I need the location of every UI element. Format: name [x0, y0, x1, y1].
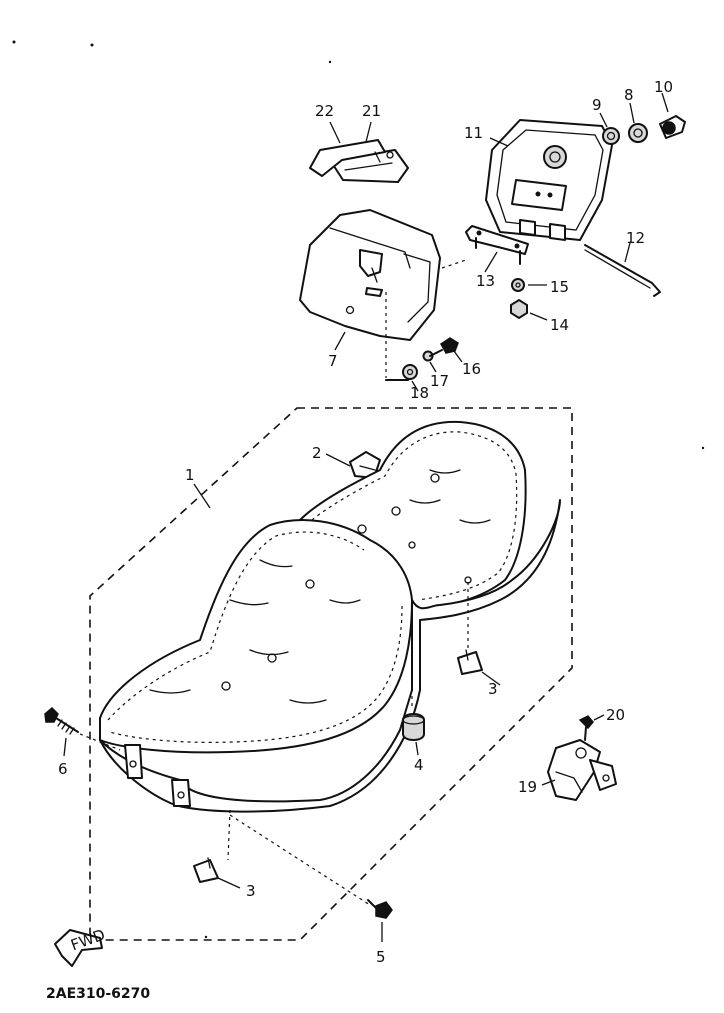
seat-body	[99, 420, 561, 813]
part-7-rear-cover	[299, 209, 467, 378]
part-3-left-damper	[193, 809, 241, 889]
part-5-bolt	[229, 814, 393, 942]
part-4-rubber-damper	[402, 612, 425, 756]
callout-11: 11	[464, 124, 483, 142]
callout-18: 18	[410, 384, 429, 402]
parts-8-9-10-lock	[599, 92, 686, 145]
callout-5: 5	[376, 948, 386, 966]
callout-20: 20	[606, 706, 625, 724]
part-3-right-damper	[457, 582, 501, 686]
callout-19: 19	[518, 778, 537, 796]
callout-2: 2	[312, 444, 322, 462]
parts-16-17-18-hardware	[385, 337, 463, 392]
part-13-bracket	[465, 225, 529, 273]
diagram-part-code: 2AE310-6270	[46, 986, 150, 1002]
callout-22: 22	[315, 102, 334, 120]
callout-3-right: 3	[488, 680, 498, 698]
parts-14-15-nuts	[510, 278, 548, 321]
callout-9: 9	[592, 96, 602, 114]
callout-3-left: 3	[246, 882, 256, 900]
callout-21: 21	[362, 102, 381, 120]
callout-16: 16	[462, 360, 481, 378]
fwd-arrow-icon: FWD	[54, 925, 107, 967]
part-12-rod	[584, 242, 661, 297]
callout-12: 12	[626, 229, 645, 247]
callout-4: 4	[414, 756, 424, 774]
callout-14: 14	[550, 316, 569, 334]
part-1-assembly-boundary	[89, 407, 573, 941]
part-6-bolt	[44, 706, 121, 757]
callout-17: 17	[430, 372, 449, 390]
callout-8: 8	[624, 86, 634, 104]
callout-10: 10	[654, 78, 673, 96]
callout-labels: 1 2 3 3 4 5 6 7 8 9 10 11 12 13 14 15 16…	[58, 78, 673, 966]
callout-13: 13	[476, 272, 495, 290]
callout-1: 1	[185, 466, 195, 484]
part-19-20-helmet-lock	[541, 714, 617, 801]
callout-15: 15	[550, 278, 569, 296]
part-21-22-strap-cover	[309, 121, 409, 183]
callout-7: 7	[328, 352, 338, 370]
part-11-tail-box	[485, 119, 613, 241]
callout-6: 6	[58, 760, 68, 778]
scan-specks	[12, 40, 705, 939]
